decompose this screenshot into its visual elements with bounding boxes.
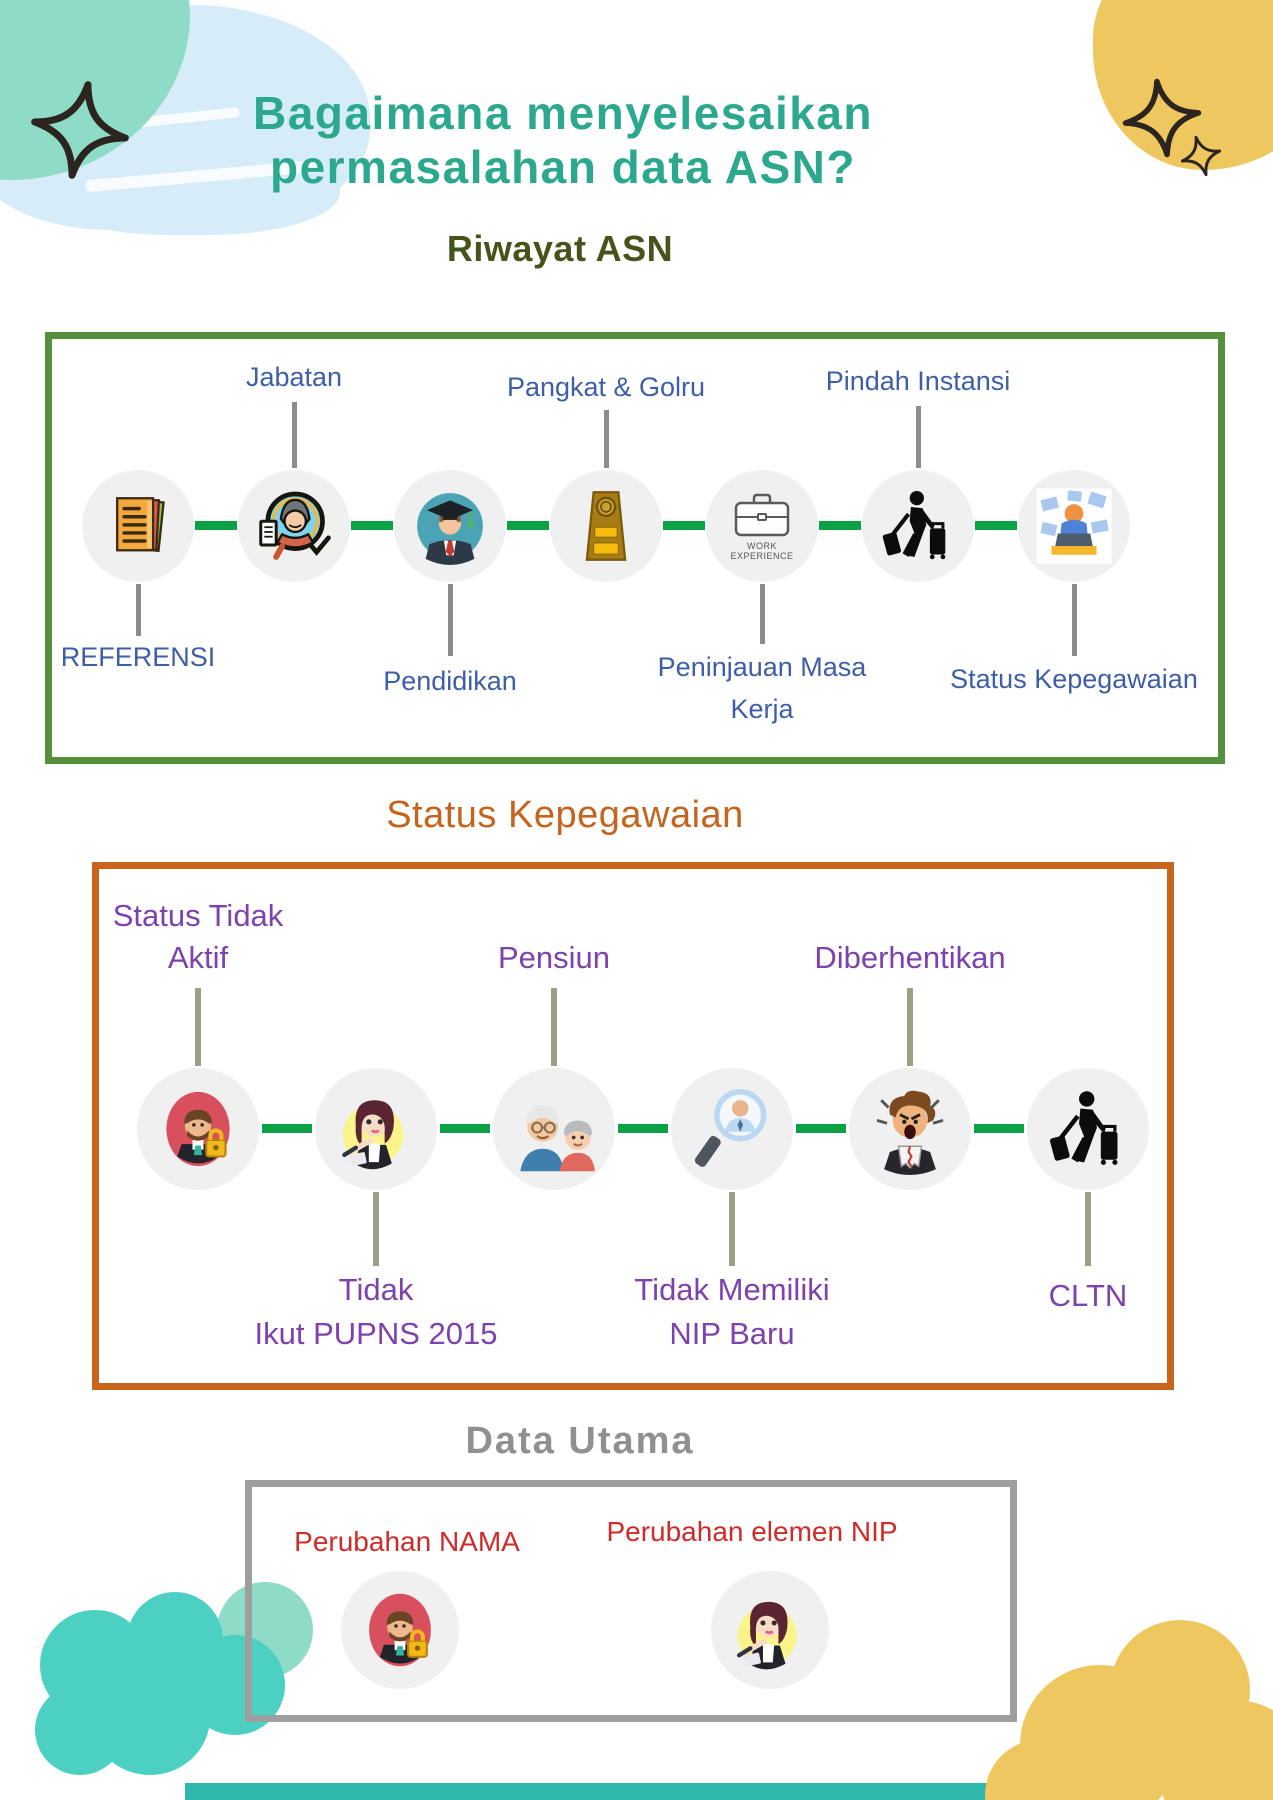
label-nip-line2: NIP Baru (669, 1316, 795, 1351)
stem-line (136, 584, 141, 636)
label-pupns-line2: Ikut PUPNS 2015 (254, 1316, 498, 1351)
stem-line (292, 402, 297, 468)
status-node-pensiun (493, 1068, 615, 1190)
rank-insignia-icon (570, 490, 642, 562)
riwayat-node-pendidikan (394, 470, 506, 582)
stem-line (1085, 1192, 1091, 1266)
briefcase-caption-line2: EXPERIENCE (730, 551, 794, 561)
locked-man-icon (154, 1085, 242, 1173)
timeline-connector (262, 1124, 312, 1133)
traveler-luggage-icon (880, 488, 956, 564)
timeline-connector (819, 521, 861, 530)
timeline-connector (663, 521, 705, 530)
label-pensiun: Pensiun (497, 940, 611, 975)
label-cltn: CLTN (1048, 1278, 1128, 1313)
timeline-connector (974, 1124, 1024, 1133)
traveler-luggage-icon (1047, 1088, 1129, 1170)
documents-icon (101, 489, 175, 563)
label-diberhentikan: Diberhentikan (814, 940, 1006, 975)
stem-line (551, 988, 557, 1066)
stem-line (907, 988, 913, 1066)
timeline-connector (195, 521, 237, 530)
briefcase-caption-line1: WORK (747, 541, 777, 551)
data-utama-box (245, 1480, 1017, 1722)
label-status-tidak-line1: Status Tidak (112, 898, 284, 933)
woman-writing-icon (725, 1585, 815, 1675)
woman-writing-icon (330, 1083, 422, 1175)
label-referensi: REFERENSI (60, 642, 216, 672)
busy-worker-icon (1034, 486, 1114, 566)
label-peninjauan-line1: Peninjauan Masa (657, 652, 867, 682)
status-box (92, 862, 1174, 1390)
briefcase-caption: WORK EXPERIENCE (730, 541, 793, 561)
status-node-nip-baru (671, 1068, 793, 1190)
stem-line (729, 1192, 735, 1266)
status-node-pupns (315, 1068, 437, 1190)
stem-line (195, 988, 201, 1066)
label-pendidikan: Pendidikan (383, 666, 517, 696)
stem-line (604, 410, 609, 468)
graduate-icon (411, 487, 489, 565)
riwayat-node-status (1018, 470, 1130, 582)
riwayat-section-title: Riwayat ASN (446, 228, 674, 269)
label-pindah-instansi: Pindah Instansi (825, 366, 1011, 396)
page-title-line1: Bagaimana menyelesaikan (252, 87, 874, 139)
label-perubahan-nama: Perubahan NAMA (294, 1526, 520, 1557)
timeline-connector (507, 521, 549, 530)
stem-line (373, 1192, 379, 1266)
riwayat-node-pangkat (550, 470, 662, 582)
status-node-cltn (1027, 1068, 1149, 1190)
page-title-line2: permasalahan data ASN? (269, 141, 857, 193)
shocked-man-icon (864, 1083, 956, 1175)
riwayat-node-peninjauan: WORK EXPERIENCE (706, 470, 818, 582)
label-status-tidak-line2: Aktif (167, 940, 229, 975)
stem-line (760, 584, 765, 644)
riwayat-node-pindah (862, 470, 974, 582)
stem-line (1072, 584, 1077, 656)
page-title: Bagaimana menyelesaikan permasalahan dat… (0, 86, 1126, 194)
data-utama-node-nama (341, 1571, 459, 1689)
timeline-connector (975, 521, 1017, 530)
label-jabatan: Jabatan (245, 362, 343, 392)
bottom-teal-bar (185, 1783, 1090, 1800)
timeline-connector (796, 1124, 846, 1133)
locked-man-icon (357, 1587, 443, 1673)
timeline-connector (440, 1124, 490, 1133)
stem-line (916, 406, 921, 468)
label-status-kepegawaian: Status Kepegawaian (950, 664, 1198, 694)
status-node-diberhentikan (849, 1068, 971, 1190)
riwayat-node-referensi (82, 470, 194, 582)
turquoise-cloud (35, 1685, 125, 1775)
elderly-couple-icon (509, 1084, 599, 1174)
label-pangkat-golru: Pangkat & Golru (506, 372, 706, 402)
data-utama-section-title: Data Utama (465, 1420, 695, 1462)
stem-line (448, 584, 453, 656)
label-nip-line1: Tidak Memiliki (634, 1272, 830, 1307)
data-utama-node-nip (711, 1571, 829, 1689)
label-perubahan-elemen-nip: Perubahan elemen NIP (606, 1516, 898, 1547)
label-pupns-line1: Tidak (338, 1272, 414, 1307)
person-search-badge-icon (256, 488, 332, 564)
magnifier-person-icon (688, 1085, 776, 1173)
timeline-connector (618, 1124, 668, 1133)
riwayat-node-jabatan (238, 470, 350, 582)
label-peninjauan-line2: Kerja (730, 694, 794, 724)
briefcase-icon (730, 491, 794, 539)
status-section-title: Status Kepegawaian (386, 794, 744, 836)
status-node-tidak-aktif (137, 1068, 259, 1190)
riwayat-box (45, 332, 1225, 764)
timeline-connector (351, 521, 393, 530)
